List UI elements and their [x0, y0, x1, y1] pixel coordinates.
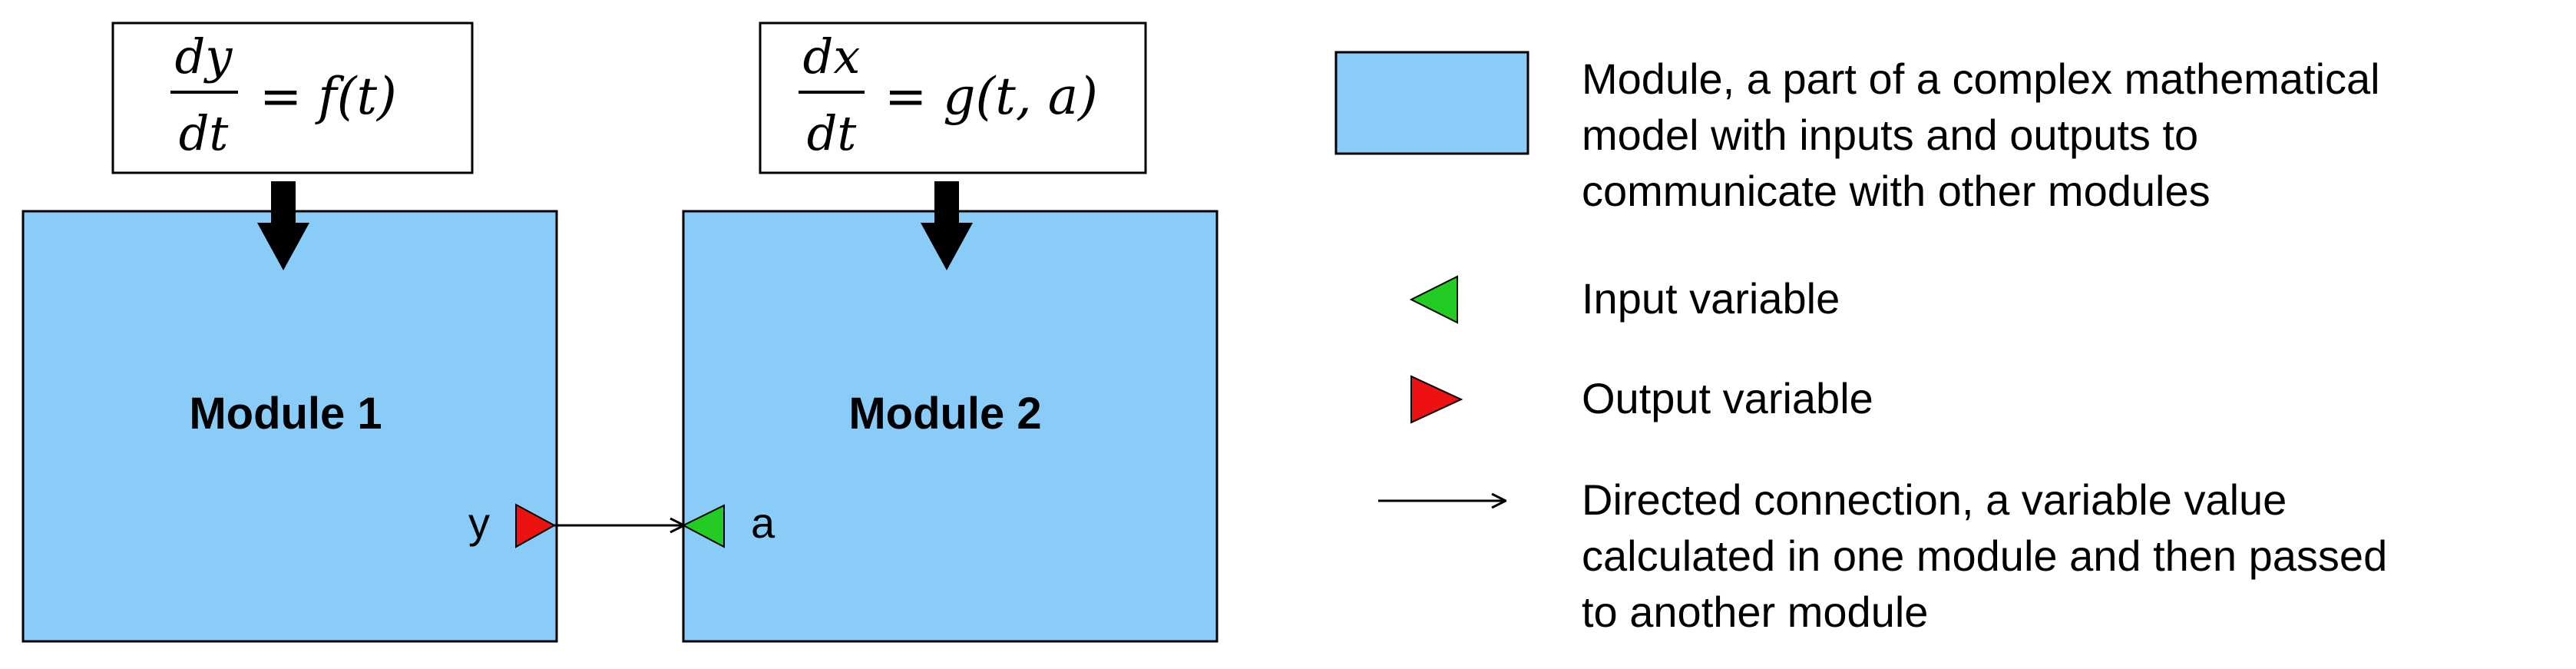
legend-module-swatch [1334, 51, 1529, 155]
legend-module-line-2: model with inputs and outputs to [1582, 111, 2198, 159]
module-2-label: Module 2 [848, 389, 1041, 439]
legend-input-icon [1409, 275, 1458, 324]
equation-1-rhs: = f(t) [260, 67, 397, 126]
equation-1-arrow [257, 181, 309, 270]
equation-2-numerator: dx [803, 28, 861, 84]
output-port-icon [515, 503, 557, 548]
legend-connection-text: Directed connection, a variable value ca… [1582, 475, 2399, 636]
equation-1-denominator: dt [179, 105, 229, 161]
legend-output-icon [1410, 375, 1463, 424]
equation-1: dy dt = f(t) [111, 22, 474, 174]
module-1-box [21, 210, 558, 643]
input-port-label: a [751, 498, 775, 547]
equation-2-box [759, 22, 1147, 174]
legend-connection-line-1: Directed connection, a variable value [1582, 475, 2287, 524]
module-1: Module 1 [21, 210, 558, 643]
module-2: Module 2 [682, 210, 1219, 643]
output-port-label: y [468, 498, 490, 547]
legend-connection-line-2: calculated in one module and then passed [1582, 532, 2387, 580]
module-1-label: Module 1 [189, 389, 382, 439]
legend-module-text: Module, a part of a complex mathematical… [1582, 55, 2392, 215]
equation-1-numerator: dy [175, 28, 233, 84]
equation-2: dx dt = g(t, a) [759, 22, 1147, 174]
legend: Module, a part of a complex mathematical… [1334, 51, 2399, 636]
legend-connection-line-3: to another module [1582, 588, 1928, 636]
equation-2-denominator: dt [807, 105, 857, 161]
equation-2-arrow [921, 181, 973, 270]
input-port-icon [681, 504, 725, 548]
legend-input-text: Input variable [1582, 274, 1840, 323]
legend-output-text: Output variable [1582, 374, 1873, 422]
legend-module-line-1: Module, a part of a complex mathematical [1582, 55, 2380, 103]
legend-module-line-3: communicate with other modules [1582, 167, 2211, 215]
equation-2-rhs: = g(t, a) [885, 67, 1098, 126]
equation-1-box [111, 22, 474, 174]
